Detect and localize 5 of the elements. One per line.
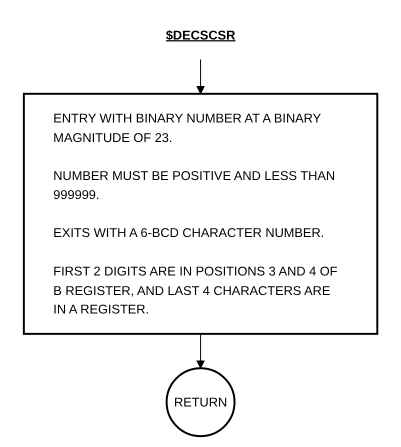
- arrow: [196, 58, 205, 94]
- arrow: [196, 333, 205, 369]
- node-text: $DECSCSR: [166, 28, 236, 42]
- node-circle: RETURN: [166, 367, 236, 438]
- node-box: ENTRY WITH BINARY NUMBER AT A BINARY MAGNITUDE OF 23. NUMBER MUST BE POSITIVE AND LESS THAN 999999. EXITS WITH A 6-BCD CHARACTER NUMBER. FIRST 2 DIGITS ARE IN POSITIONS 3 AND 4 OF B REGISTER, AND LAST 4 CHARACTERS ARE IN A REGISTER.: [22, 92, 378, 335]
